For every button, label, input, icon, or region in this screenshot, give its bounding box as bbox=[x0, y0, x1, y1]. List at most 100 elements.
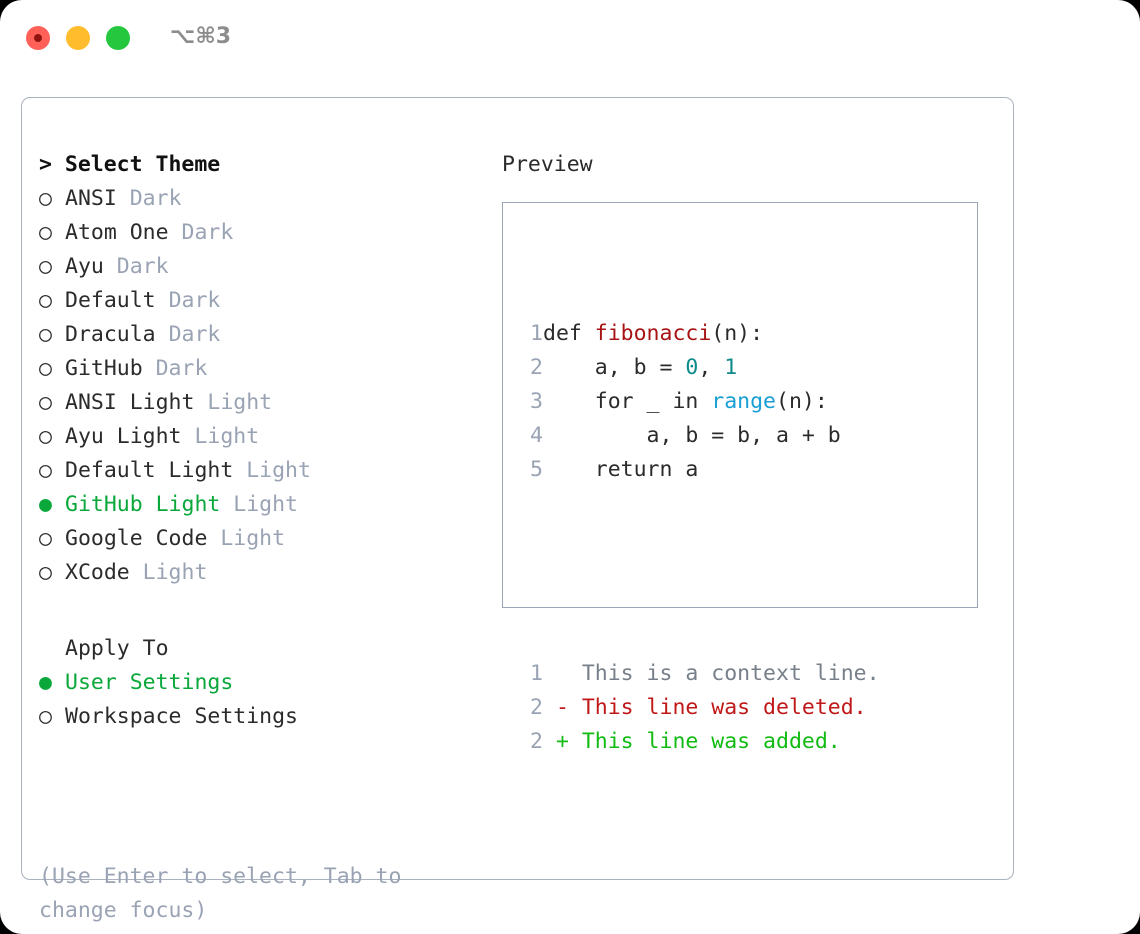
theme-option-label: GitHub bbox=[65, 356, 156, 381]
theme-option-ansi[interactable]: ○ ANSI Dark bbox=[39, 182, 499, 216]
theme-variant-tag: Light bbox=[233, 492, 299, 517]
code-token: - This line was deleted. bbox=[543, 695, 867, 720]
help-hint-text: (Use Enter to select, Tab to change focu… bbox=[39, 860, 459, 928]
theme-variant-tag: Light bbox=[207, 390, 273, 415]
radio-unselected-icon: ○ bbox=[39, 560, 52, 585]
theme-variant-tag: Dark bbox=[181, 220, 234, 245]
apply-to-option-user-settings[interactable]: ●User Settings bbox=[39, 666, 499, 700]
theme-selection-column: > Select Theme ○ANSI Dark○Atom One Dark○… bbox=[39, 148, 499, 734]
theme-option-atom-one[interactable]: ○ Atom One Dark bbox=[39, 216, 499, 250]
theme-variant-tag: Dark bbox=[116, 254, 169, 279]
diff-sample-lines: 1 This is a context line.2 - This line w… bbox=[521, 657, 880, 759]
theme-option-label: Ayu Light bbox=[65, 424, 195, 449]
code-token: for _ in bbox=[543, 389, 712, 414]
radio-selected-icon: ● bbox=[39, 492, 52, 517]
radio-unselected-icon: ○ bbox=[39, 288, 52, 313]
theme-option-label: Dracula bbox=[65, 322, 169, 347]
code-token: a, b = bbox=[543, 355, 686, 380]
apply-to-options-list: ●User Settings○Workspace Settings bbox=[39, 666, 499, 734]
apply-to-option-workspace-settings[interactable]: ○Workspace Settings bbox=[39, 700, 499, 734]
help-line-2: change focus) bbox=[39, 898, 208, 923]
code-line: 3 for _ in range(n): bbox=[521, 385, 880, 419]
theme-variant-tag: Light bbox=[194, 424, 260, 449]
theme-variant-tag: Light bbox=[246, 458, 311, 483]
code-token: 1 bbox=[724, 355, 738, 380]
theme-option-dracula[interactable]: ○ Dracula Dark bbox=[39, 318, 499, 352]
code-diff-spacer bbox=[521, 555, 880, 589]
theme-option-label: GitHub Light bbox=[65, 492, 234, 517]
section-spacer bbox=[39, 590, 499, 632]
minimize-traffic-light-icon[interactable] bbox=[66, 26, 90, 50]
theme-option-ansi-light[interactable]: ○ ANSI Light Light bbox=[39, 386, 499, 420]
theme-options-list: ○ANSI Dark○Atom One Dark○Ayu Dark○Defaul… bbox=[39, 182, 499, 590]
theme-picker-panel: > Select Theme ○ANSI Dark○Atom One Dark○… bbox=[21, 97, 1014, 923]
code-line: 2 a, b = 0, 1 bbox=[521, 351, 880, 385]
diff-line: 2 + This line was added. bbox=[521, 725, 880, 759]
code-token: This is a context line. bbox=[543, 661, 880, 686]
code-token: + This line was added. bbox=[543, 729, 841, 754]
theme-option-ayu-light[interactable]: ○ Ayu Light Light bbox=[39, 420, 499, 454]
radio-unselected-icon: ○ bbox=[39, 356, 52, 381]
radio-unselected-icon: ○ bbox=[39, 458, 52, 483]
code-token: (n): bbox=[711, 321, 764, 346]
theme-option-label: XCode bbox=[65, 560, 143, 585]
code-token: 0 bbox=[685, 355, 699, 380]
diff-line: 1 This is a context line. bbox=[521, 657, 880, 691]
line-number: 2 bbox=[530, 355, 543, 380]
title-bar: ⌥⌘3 bbox=[0, 0, 1140, 76]
maximize-traffic-light-icon[interactable] bbox=[106, 26, 130, 50]
code-token: a, b = b, a + b bbox=[543, 423, 841, 448]
theme-variant-tag: Dark bbox=[155, 356, 208, 381]
code-line: 4 a, b = b, a + b bbox=[521, 419, 880, 453]
code-token: , bbox=[698, 355, 725, 380]
theme-variant-tag: Light bbox=[220, 526, 286, 551]
line-number: 3 bbox=[530, 389, 543, 414]
theme-option-default[interactable]: ○Default Dark bbox=[39, 284, 499, 318]
line-number: 1 bbox=[530, 661, 543, 686]
theme-option-label: Ayu bbox=[65, 254, 117, 279]
theme-option-google-code[interactable]: ○ Google Code Light bbox=[39, 522, 499, 556]
theme-option-default-light[interactable]: ○ Default Light Light bbox=[39, 454, 499, 488]
code-token: range bbox=[711, 389, 777, 414]
radio-unselected-icon: ○ bbox=[39, 390, 52, 415]
theme-option-label: Atom One bbox=[65, 220, 182, 245]
line-number: 5 bbox=[530, 457, 543, 482]
radio-unselected-icon: ○ bbox=[39, 322, 52, 347]
help-line-1: (Use Enter to select, Tab to bbox=[39, 864, 402, 889]
theme-variant-tag: Dark bbox=[168, 322, 221, 347]
select-theme-heading: > Select Theme bbox=[39, 152, 221, 177]
theme-option-label: ANSI bbox=[65, 186, 130, 211]
theme-variant-tag: Light bbox=[142, 560, 208, 585]
line-number: 2 bbox=[530, 695, 543, 720]
radio-unselected-icon: ○ bbox=[39, 424, 52, 449]
theme-option-github[interactable]: ○ GitHub Dark bbox=[39, 352, 499, 386]
line-number: 4 bbox=[530, 423, 543, 448]
theme-variant-tag: Dark bbox=[129, 186, 182, 211]
theme-option-label: Default Light bbox=[65, 458, 247, 483]
keyboard-shortcut-label: ⌥⌘3 bbox=[170, 24, 232, 49]
preview-heading: Preview bbox=[502, 152, 593, 177]
theme-option-label: ANSI Light bbox=[65, 390, 208, 415]
code-token: return a bbox=[543, 457, 699, 482]
radio-selected-icon: ● bbox=[39, 670, 52, 695]
diff-line: 2 - This line was deleted. bbox=[521, 691, 880, 725]
radio-unselected-icon: ○ bbox=[39, 254, 52, 279]
line-number: 2 bbox=[530, 729, 543, 754]
radio-unselected-icon: ○ bbox=[39, 526, 52, 551]
code-token: fibonacci bbox=[594, 321, 712, 346]
line-number: 1 bbox=[530, 321, 543, 346]
theme-option-xcode[interactable]: ○ XCode Light bbox=[39, 556, 499, 590]
code-line: 1def fibonacci(n): bbox=[521, 317, 880, 351]
radio-unselected-icon: ○ bbox=[39, 220, 52, 245]
radio-unselected-icon: ○ bbox=[39, 186, 52, 211]
theme-option-label: Google Code bbox=[65, 526, 221, 551]
radio-unselected-icon: ○ bbox=[39, 704, 52, 729]
theme-variant-tag: Dark bbox=[168, 288, 221, 313]
theme-option-github-light[interactable]: ● GitHub Light Light bbox=[39, 488, 499, 522]
theme-option-ayu[interactable]: ○ Ayu Dark bbox=[39, 250, 499, 284]
apply-to-heading: Apply To bbox=[65, 636, 169, 661]
